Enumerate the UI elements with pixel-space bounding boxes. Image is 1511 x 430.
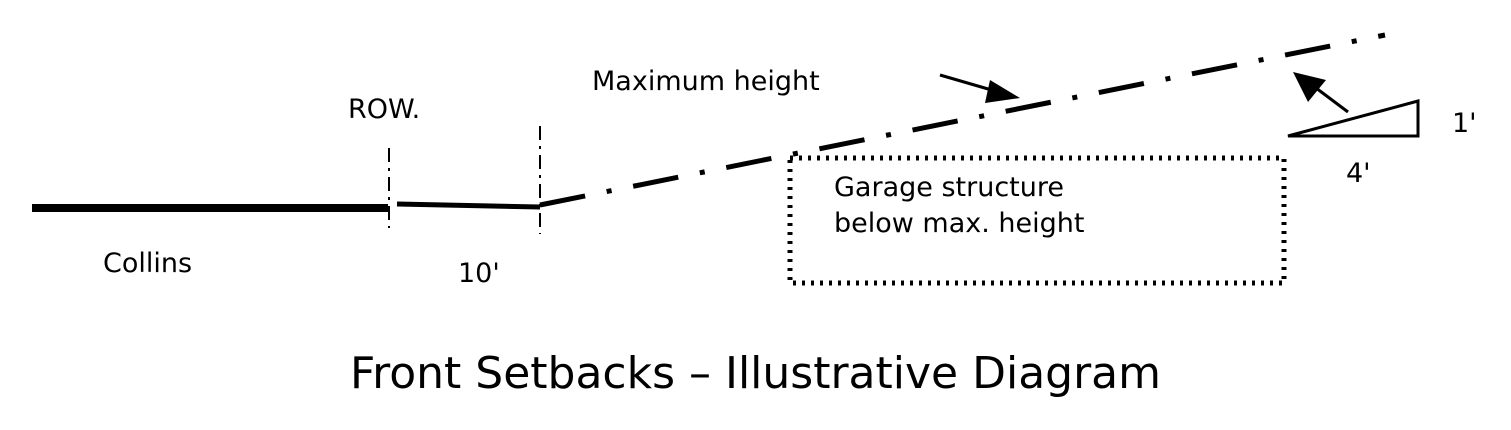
slope-rise-label: 1' [1452, 108, 1477, 139]
slope-run-label: 4' [1346, 158, 1371, 189]
garage-structure-outline [787, 155, 1287, 286]
garage-structure-label: Garage structure below max. height [792, 170, 1272, 248]
garage-label-line1: Garage structure [834, 172, 1064, 203]
arrow-slope-indicator-icon [1293, 72, 1349, 114]
slope-triangle [1287, 99, 1420, 138]
maximum-height-label: Maximum height [592, 66, 820, 97]
garage-label-line2: below max. height [834, 208, 1085, 239]
setback-distance-label: 10' [458, 258, 500, 289]
row-label: ROW. [348, 94, 421, 125]
collins-label: Collins [103, 248, 193, 279]
diagram-title: Front Setbacks – Illustrative Diagram [349, 348, 1161, 399]
arrow-to-max-height-icon [939, 73, 1020, 103]
setback-ground-line [396, 201, 541, 210]
